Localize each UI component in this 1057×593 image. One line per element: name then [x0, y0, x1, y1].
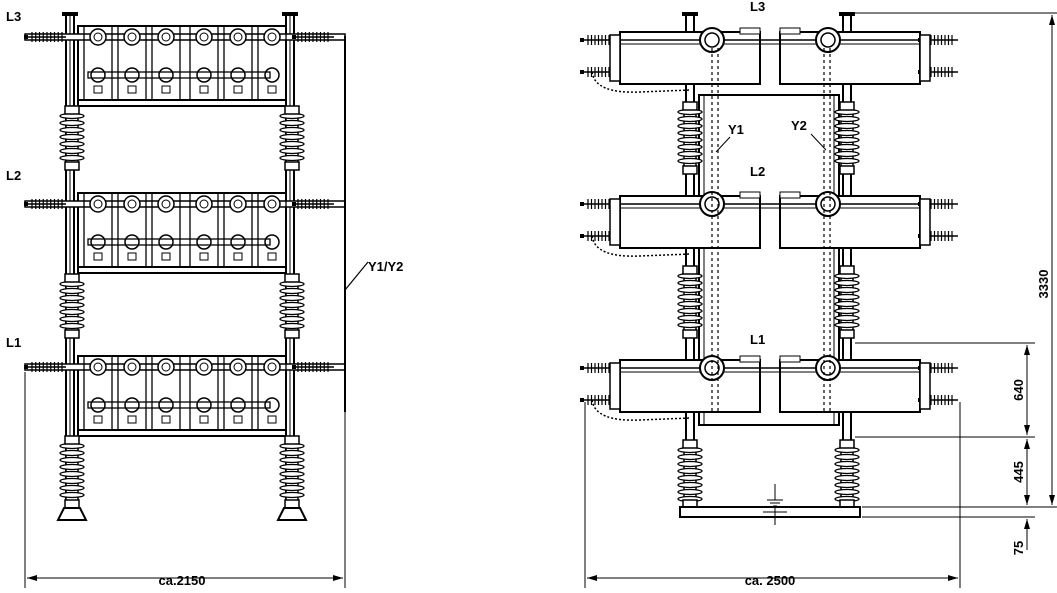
right-insulator — [834, 265, 860, 339]
right-phase-label-l3: L3 — [750, 0, 765, 14]
right-insulator — [677, 439, 703, 509]
left-phase-label-l2: L2 — [6, 168, 21, 183]
right-phase-unit — [580, 355, 958, 421]
left-foot-1 — [56, 507, 88, 521]
left-bushing-left — [24, 32, 66, 42]
left-phase-label-l1: L1 — [6, 335, 21, 350]
dim-75: 75 — [1011, 541, 1026, 555]
left-phase-label-l3: L3 — [6, 9, 21, 24]
left-insulator — [59, 105, 85, 171]
left-insulator — [59, 435, 85, 509]
dim-445: 445 — [1011, 461, 1026, 483]
left-cable-label: Y1/Y2 — [368, 259, 403, 274]
left-bushing-right — [292, 362, 334, 372]
right-phase-unit — [580, 191, 958, 257]
left-view-front-elevation: Y1/Y2 L3 L2 L1 ca.2150 — [6, 9, 403, 588]
right-inner-frame — [698, 94, 840, 426]
left-insulator — [279, 273, 305, 339]
left-cable-leader — [344, 261, 369, 291]
left-bushing-right — [292, 199, 334, 209]
right-view-side-elevation: L3 L2 L1 Y1 Y2 3330 640 445 75 — [580, 0, 1057, 588]
left-phase-unit — [24, 25, 346, 107]
left-insulator — [279, 435, 305, 509]
right-insulator — [834, 101, 860, 175]
dim-3330: 3330 — [1036, 270, 1051, 299]
right-cable-label-y1: Y1 — [728, 122, 744, 137]
right-post-1 — [685, 13, 695, 505]
left-foot-2 — [276, 507, 308, 521]
left-width-dimension: ca.2150 — [159, 573, 206, 588]
right-phase-unit — [580, 27, 958, 93]
left-insulator — [279, 105, 305, 171]
left-phase-unit — [24, 355, 346, 437]
right-insulator — [677, 101, 703, 175]
right-cable-label-y2: Y2 — [791, 118, 807, 133]
right-phase-label-l1: L1 — [750, 332, 765, 347]
left-insulator — [59, 273, 85, 339]
right-phase-label-l2: L2 — [750, 164, 765, 179]
dim-640: 640 — [1011, 379, 1026, 401]
right-insulator — [834, 439, 860, 509]
left-phase-unit — [24, 192, 346, 274]
earth-icon — [763, 484, 787, 525]
left-bushing-left — [24, 199, 66, 209]
right-insulator — [677, 265, 703, 339]
left-bushing-left — [24, 362, 66, 372]
left-bushing-right — [292, 32, 334, 42]
right-width-dimension: ca. 2500 — [745, 573, 796, 588]
right-post-2 — [842, 13, 852, 505]
